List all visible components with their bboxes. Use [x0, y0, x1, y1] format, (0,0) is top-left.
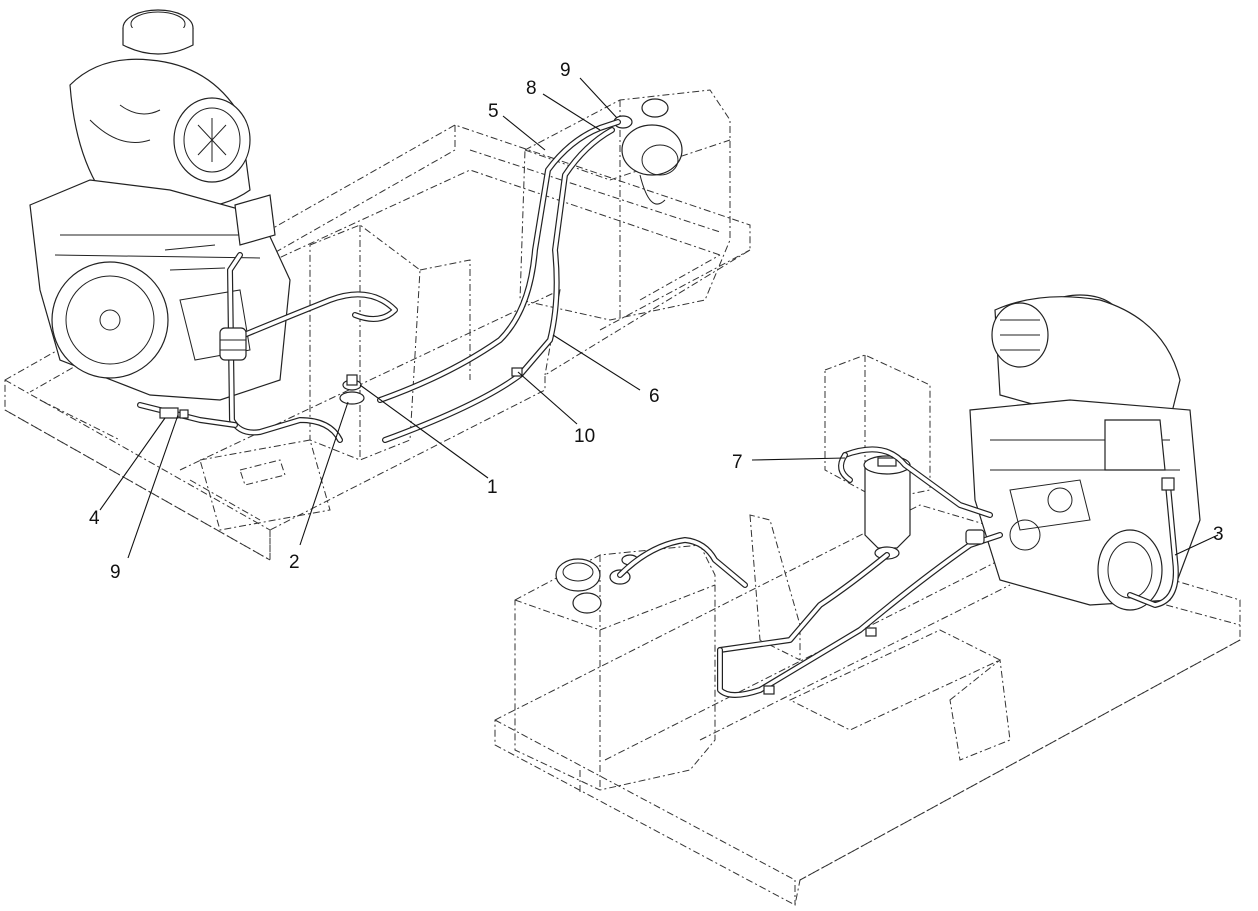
left-fuel-hoses	[137, 119, 621, 443]
callout-3: 3	[1213, 524, 1224, 545]
right-fuel-hoses	[617, 446, 1179, 698]
leader-lines	[99, 77, 1219, 559]
right-fuel-tank	[514, 544, 716, 791]
leader-8	[542, 93, 601, 131]
left-engine	[29, 9, 291, 401]
callout-10: 10	[574, 426, 595, 447]
leader-7	[751, 457, 846, 461]
leader-9a	[579, 77, 618, 119]
callout-7: 7	[732, 452, 743, 473]
callout-9-bottom: 9	[110, 562, 121, 583]
leader-9b	[127, 414, 179, 559]
callout-9-top: 9	[560, 60, 571, 81]
leader-1	[359, 384, 489, 479]
callout-1: 1	[487, 477, 498, 498]
right-engine	[969, 294, 1201, 611]
left-tower	[199, 224, 471, 531]
left-fuel-tank	[519, 89, 731, 321]
callout-2: 2	[289, 552, 300, 573]
leader-4	[99, 417, 166, 511]
callout-8: 8	[526, 78, 537, 99]
leader-5	[502, 115, 546, 151]
leader-2	[299, 401, 349, 546]
callout-6: 6	[649, 386, 660, 407]
callout-5: 5	[488, 101, 499, 122]
leader-10	[517, 371, 578, 425]
leader-3	[1174, 534, 1219, 556]
callout-labels: 1 2 3 4 5 6 7 8 9 9 10	[89, 60, 1224, 583]
leader-6	[552, 334, 641, 391]
callout-4: 4	[89, 508, 100, 529]
